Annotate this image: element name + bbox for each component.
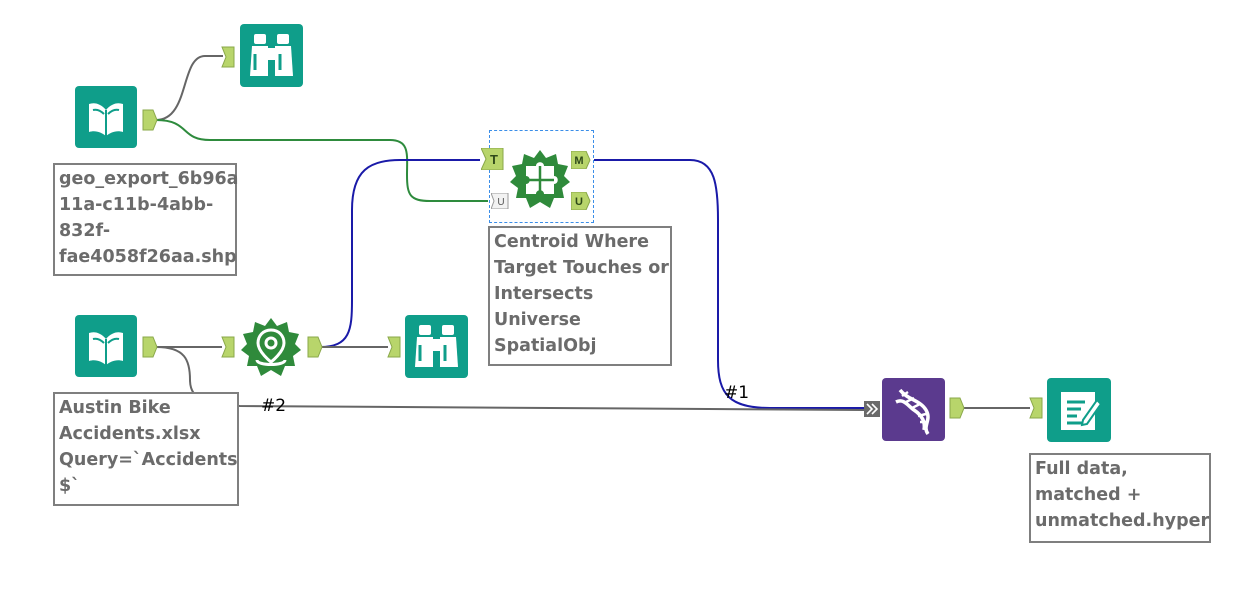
connection-spatial-matched-to-union[interactable] <box>594 159 864 409</box>
unmatched-anchor-label: U <box>575 196 583 208</box>
connection-geo-to-browse[interactable] <box>155 55 223 121</box>
browse-tool-points[interactable] <box>405 315 468 378</box>
selection-box <box>489 130 594 223</box>
connection-points-to-spatial-target[interactable] <box>319 159 480 348</box>
input-anchor[interactable] <box>221 336 235 358</box>
connection-label-2: #2 <box>261 396 287 416</box>
book-icon <box>89 332 123 365</box>
input-data-tool-bike[interactable] <box>75 315 137 377</box>
target-anchor-label: T <box>490 152 498 167</box>
target-anchor[interactable]: T <box>480 147 505 171</box>
annotation-geo-input: geo_export_6b96a 11a-c11b-4abb- 832f- fa… <box>53 163 239 276</box>
output-anchor[interactable] <box>142 336 158 358</box>
input-anchor[interactable] <box>221 46 235 68</box>
document-icon <box>1061 392 1103 430</box>
spatial-match-tool[interactable] <box>508 148 572 212</box>
binoculars-icon <box>415 325 458 367</box>
input-anchor[interactable] <box>387 336 401 358</box>
create-points-tool[interactable] <box>239 316 303 380</box>
output-anchor[interactable] <box>142 109 158 131</box>
matched-anchor[interactable]: M <box>570 150 591 170</box>
browse-tool-geo[interactable] <box>240 24 303 87</box>
input-anchor[interactable] <box>1029 397 1043 419</box>
binoculars-icon <box>250 34 293 76</box>
output-data-tool[interactable] <box>1047 378 1111 442</box>
dna-icon <box>895 388 930 436</box>
annotation-spatial-match: Centroid Where Target Touches or Interse… <box>488 226 672 366</box>
annotation-output: Full data, matched + unmatched.hyper <box>1029 453 1211 543</box>
connection-geo-to-spatial-universe[interactable] <box>155 119 488 202</box>
universe-anchor[interactable]: U <box>490 192 509 210</box>
input-data-tool-geo[interactable] <box>75 86 137 148</box>
union-input-anchor[interactable] <box>864 401 880 417</box>
output-anchor[interactable] <box>307 336 323 358</box>
unmatched-anchor[interactable]: U <box>570 191 591 211</box>
matched-anchor-label: M <box>574 155 583 167</box>
connection-label-1: #1 <box>724 383 750 403</box>
map-pin-icon <box>241 318 301 376</box>
book-icon <box>85 94 127 140</box>
output-anchor[interactable] <box>949 397 965 419</box>
annotation-bike-input: Austin Bike Accidents.xlsx Query=`Accide… <box>53 392 239 506</box>
union-tool[interactable] <box>882 378 945 441</box>
universe-anchor-label: U <box>497 197 504 208</box>
puzzle-icon <box>510 150 570 208</box>
